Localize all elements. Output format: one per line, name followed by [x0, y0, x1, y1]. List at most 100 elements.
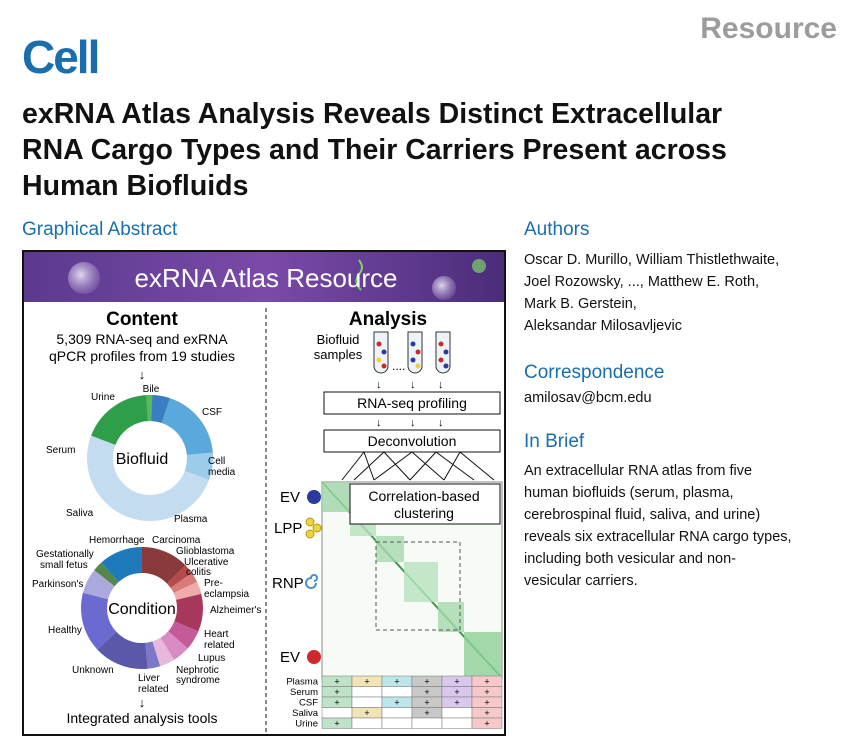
banner-background: [24, 252, 504, 302]
biofluid-samples-label: Biofluid: [317, 332, 360, 347]
correspondence-email-link[interactable]: amilosav@bcm.edu: [524, 390, 652, 406]
condition-label: syndrome: [176, 675, 220, 686]
table-plus-mark: +: [454, 687, 459, 697]
in-brief-line: including both vesicular and non-: [524, 551, 736, 567]
condition-segment-hemorrhage: [81, 547, 203, 669]
content-line: qPCR profiles from 19 studies: [49, 348, 235, 364]
test-tube-icon: [373, 331, 389, 374]
condition-center-label: Condition: [108, 601, 176, 618]
graphical-abstract-heading: Graphical Abstract: [22, 219, 178, 240]
condition-label: small fetus: [40, 560, 88, 571]
condition-label: Glioblastoma: [176, 546, 235, 557]
table-plus-mark: +: [484, 698, 489, 708]
condition-donut-chart: [81, 547, 203, 669]
biofluid-center-label: Biofluid: [116, 451, 168, 468]
table-plus-mark: +: [364, 677, 369, 687]
condition-label: Carcinoma: [152, 535, 201, 546]
correlation-heatmap: [321, 481, 503, 679]
banner-bubble: [68, 262, 100, 294]
down-arrow-icon: ↓: [438, 379, 444, 391]
authors-line: Oscar D. Murillo, William Thistlethwaite…: [524, 252, 780, 268]
biofluid-label: Urine: [91, 392, 115, 403]
ellipsis-label: ....: [392, 359, 405, 373]
clustering-label: Correlation-based: [368, 488, 479, 504]
condition-label: related: [138, 684, 169, 695]
table-plus-mark: +: [394, 698, 399, 708]
table-plus-mark: +: [424, 687, 429, 697]
heatmap-block: [376, 536, 404, 562]
condition-label: Alzheimer's: [210, 605, 261, 616]
table-cell: [441, 707, 473, 719]
table-plus-mark: +: [424, 677, 429, 687]
banner-bubble: [432, 276, 456, 300]
table-plus-mark: +: [364, 708, 369, 718]
test-tube-icon: [407, 331, 423, 374]
biofluid-label: Serum: [46, 445, 75, 456]
clustering-label-box: [349, 483, 501, 525]
table-row-label: CSF: [299, 698, 318, 709]
rnaseq-step-box: [323, 391, 501, 415]
table-plus-mark: +: [484, 677, 489, 687]
biofluid-samples-label: samples: [314, 347, 363, 362]
condition-segment-healthy: [81, 547, 203, 669]
table-plus-mark: +: [334, 719, 339, 729]
table-row-label: Plasma: [286, 677, 318, 688]
down-arrow-icon: ↓: [438, 417, 444, 429]
biofluid-label: Plasma: [174, 514, 208, 525]
table-plus-mark: +: [424, 698, 429, 708]
heatmap-block: [464, 632, 502, 678]
content-line: 5,309 RNA-seq and exRNA: [56, 331, 228, 347]
table-plus-mark: +: [334, 698, 339, 708]
condition-label: Lupus: [198, 653, 225, 664]
carrier-label-ev: EV: [280, 649, 300, 666]
article-type-label: Resource: [700, 12, 837, 45]
condition-label: related: [204, 640, 235, 651]
condition-label: Healthy: [48, 625, 82, 636]
in-brief-line: vesicular carriers.: [524, 573, 638, 589]
heatmap-block: [322, 482, 350, 512]
table-cell: [381, 707, 413, 719]
heatmap-block: [404, 562, 438, 602]
down-arrow-icon: ↓: [410, 379, 416, 391]
authors-heading: Authors: [524, 219, 590, 240]
table-cell: [351, 686, 383, 698]
condition-label: Parkinson's: [32, 579, 83, 590]
clustering-label: clustering: [394, 505, 454, 521]
condition-label: Nephrotic: [176, 665, 219, 676]
table-plus-mark: +: [424, 708, 429, 718]
carrier-label-rnp: RNP: [272, 575, 304, 592]
biofluid-label: media: [208, 467, 236, 478]
graphical-abstract-figure: exRNA Atlas Resource Content 5,309 RNA-s…: [22, 250, 506, 736]
table-cell: [411, 717, 443, 729]
table-plus-mark: +: [334, 677, 339, 687]
carrier-label-ev: EV: [280, 489, 300, 506]
table-row-label: Serum: [290, 687, 318, 698]
condition-label: Pre-: [204, 578, 223, 589]
condition-label: eclampsia: [204, 589, 249, 600]
biofluid-segment-cell-media: [87, 395, 213, 521]
rnaseq-step-label: RNA-seq profiling: [357, 395, 467, 411]
in-brief-line: human biofluids (serum, plasma,: [524, 485, 734, 501]
banner-rna-strand: [355, 259, 363, 291]
title-line: Human Biofluids: [22, 170, 249, 202]
table-plus-mark: +: [454, 677, 459, 687]
down-arrow-icon: ↓: [139, 695, 146, 710]
biofluid-label: Saliva: [66, 508, 94, 519]
table-cell: [441, 717, 473, 729]
ev-carrier-icon: [307, 490, 321, 504]
down-arrow-icon: ↓: [376, 379, 382, 391]
integrated-tools-label: Integrated analysis tools: [67, 710, 218, 726]
ev-carrier-icon: [307, 650, 321, 664]
table-plus-mark: +: [484, 687, 489, 697]
authors-line: Aleksandar Milosavljevic: [524, 318, 682, 334]
table-plus-mark: +: [454, 698, 459, 708]
condition-label: Hemorrhage: [89, 535, 145, 546]
table-cell: [351, 696, 383, 708]
journal-logo: Cell: [22, 31, 100, 83]
condition-label: colitis: [186, 567, 211, 578]
down-arrow-icon: ↓: [376, 417, 382, 429]
table-cell: [471, 717, 503, 729]
authors-line: Joel Rozowsky, ..., Matthew E. Roth,: [524, 274, 760, 290]
biofluid-label: Cell: [208, 456, 225, 467]
table-row-label: Saliva: [292, 708, 319, 719]
